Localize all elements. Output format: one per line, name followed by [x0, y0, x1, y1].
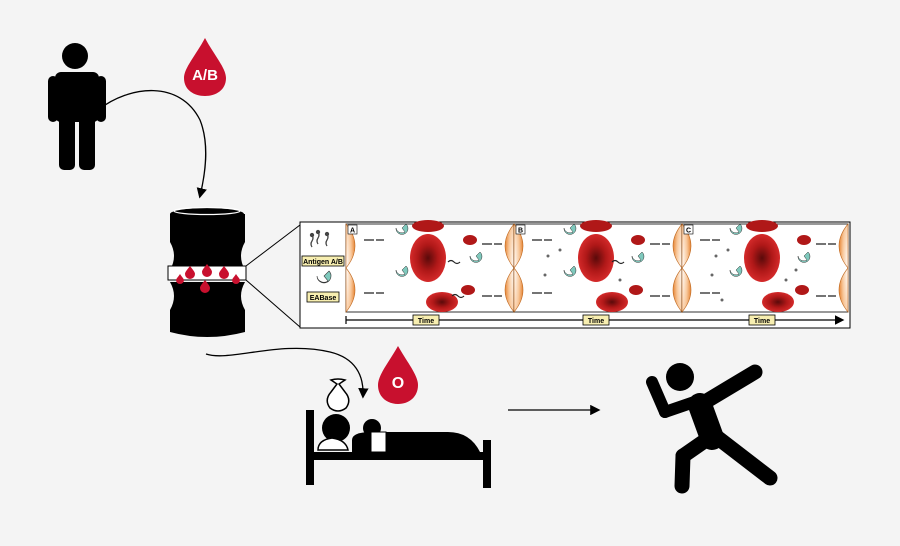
time-label-b: Time: [588, 318, 604, 325]
patient-in-bed-icon: [306, 378, 491, 488]
legend: Antigen A/B EABase: [301, 229, 345, 303]
time-label-c: Time: [754, 318, 770, 325]
antigen-label: Antigen A/B: [303, 259, 343, 266]
panel-b: B: [513, 220, 683, 313]
treatment-container-icon: [167, 206, 247, 337]
enzyme-legend-icon: [316, 270, 332, 284]
time-label-a: Time: [418, 318, 434, 325]
recipient-blood-type: O: [392, 375, 404, 392]
donor-blood-type: A/B: [192, 67, 218, 84]
iv-bag-icon: [326, 378, 350, 412]
panel-b-letter: B: [518, 228, 523, 235]
time-labels: Time Time Time: [412, 314, 776, 326]
panel-a: A: [345, 220, 515, 313]
panel-c: C: [681, 220, 849, 313]
enzyme-label: EABase: [310, 295, 337, 302]
recipient-blood-drop-icon: O: [378, 346, 418, 404]
recovered-person-icon: [646, 363, 778, 494]
donor-blood-drop-icon: A/B: [184, 38, 226, 96]
zoom-lines: [245, 224, 301, 328]
container-blood-drops: [176, 264, 240, 293]
donor-person-icon: [48, 43, 106, 170]
antigen-legend-icon: [309, 229, 330, 248]
transfusion-arrow: [205, 347, 369, 399]
donation-arrow: [97, 89, 207, 199]
zoom-panel: Antigen A/B EABase: [299, 220, 851, 329]
panel-a-letter: A: [350, 228, 355, 235]
panel-c-letter: C: [686, 228, 691, 235]
